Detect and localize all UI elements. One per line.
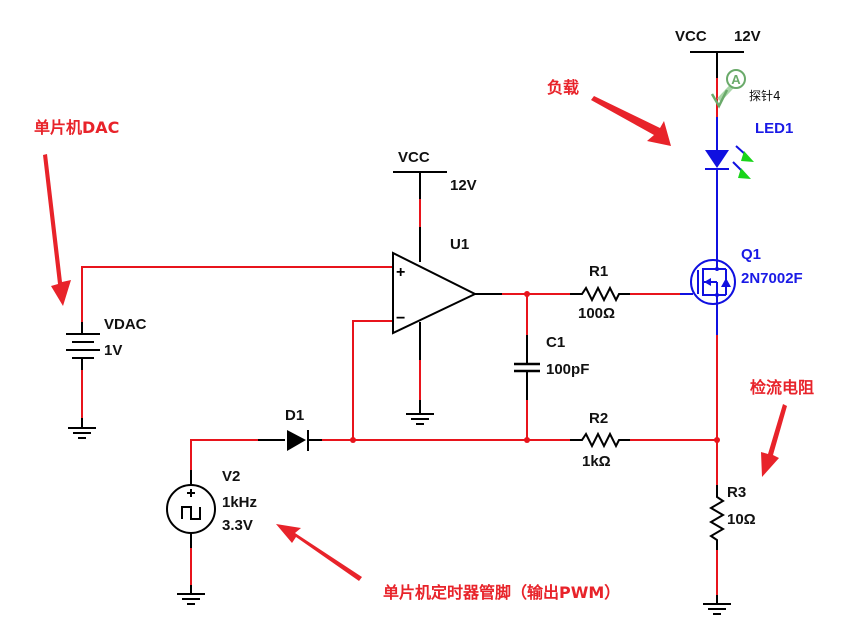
r2-resistor[interactable]: R2 1kΩ <box>570 410 630 470</box>
resistor-zigzag-icon <box>570 285 630 303</box>
mosfet-dot <box>715 267 719 271</box>
v2-source[interactable]: V2 1kHz 3.3V <box>166 468 257 548</box>
r3-resistor[interactable]: R3 10Ω <box>709 484 756 550</box>
v2-ref: V2 <box>222 468 240 485</box>
ground-icon <box>406 413 434 425</box>
arrow-sense-icon <box>761 404 787 477</box>
wire-vdac-to-plus <box>81 266 393 322</box>
r1-ref: R1 <box>589 263 608 280</box>
u1-ref: U1 <box>450 236 469 253</box>
mosfet-diode-icon <box>721 278 731 287</box>
vcc-supply-opamp[interactable]: VCC 12V <box>393 149 477 194</box>
mosfet-arrow-icon <box>704 278 711 286</box>
ground-icon <box>703 595 731 615</box>
wire-v2-to-d1 <box>190 439 258 470</box>
mosfet-body-icon <box>690 259 736 305</box>
wire-minus-feedback <box>352 320 393 440</box>
ground-icon <box>68 418 96 439</box>
q1-details: Q1 2N7002F <box>704 246 803 297</box>
annotation-load: 负载 <box>547 78 579 97</box>
c1-capacitor[interactable]: C1 100pF <box>514 334 589 378</box>
q1-mosfet[interactable] <box>690 258 736 318</box>
arrow-dac-icon <box>43 154 71 306</box>
resistor-zigzag-icon <box>709 485 725 550</box>
arrow-load-icon <box>591 96 671 146</box>
c1-value: 100pF <box>546 361 589 378</box>
probe-circle-icon <box>726 69 746 89</box>
mosfet-source <box>703 294 718 318</box>
resistor-zigzag-icon <box>570 431 630 449</box>
q1-ref: Q1 <box>741 246 761 263</box>
annotation-dac: 单片机DAC <box>34 118 119 137</box>
r1-resistor[interactable]: R1 100Ω <box>570 263 630 322</box>
mosfet-dot <box>715 293 719 297</box>
probe-4[interactable]: A 探针4 <box>710 69 781 109</box>
ground-icon <box>177 585 205 605</box>
vcc-top-value: 12V <box>734 28 761 45</box>
diode-triangle-icon <box>287 430 306 451</box>
junction-dot <box>524 291 530 297</box>
junctions <box>350 291 720 443</box>
led-body-icon <box>705 150 729 168</box>
led-emission-arrow-icon <box>741 151 754 162</box>
vcc-top-name: VCC <box>675 28 707 45</box>
vcc-opamp-value: 12V <box>450 177 477 194</box>
junction-dot <box>714 437 720 443</box>
d1-diode[interactable]: D1 <box>285 407 322 451</box>
c1-ref: C1 <box>546 334 565 351</box>
d1-ref: D1 <box>285 407 304 424</box>
opamp-plus: + <box>396 264 405 281</box>
vcc-opamp-name: VCC <box>398 149 430 166</box>
opamp-triangle-icon <box>392 251 478 335</box>
q1-value: 2N7002F <box>741 270 803 287</box>
r3-ref: R3 <box>727 484 746 501</box>
r2-ref: R2 <box>589 410 608 427</box>
vdac-value: 1V <box>104 342 122 359</box>
annotation-sense: 检流电阻 <box>750 378 814 397</box>
arrow-pwm-icon <box>276 524 362 581</box>
v2-value: 3.3V <box>222 517 253 534</box>
probe-label: 探针4 <box>749 88 781 103</box>
annotations: 单片机DAC 负载 检流电阻 单片机定时器管脚（输出PWM） <box>34 78 814 602</box>
r1-value: 100Ω <box>578 305 615 322</box>
vcc-supply-top[interactable]: VCC 12V <box>675 28 761 53</box>
probe-symbol: A <box>731 72 741 87</box>
r2-value: 1kΩ <box>582 453 611 470</box>
opamp-minus: − <box>396 310 405 327</box>
square-wave-icon <box>181 506 201 520</box>
vdac-ref: VDAC <box>104 316 147 333</box>
led1-ref: LED1 <box>755 120 793 137</box>
annotation-pwm: 单片机定时器管脚（输出PWM） <box>383 583 620 602</box>
v2-freq: 1kHz <box>222 494 257 511</box>
led1[interactable]: LED1 <box>705 120 793 179</box>
probe-tip-icon <box>710 89 729 109</box>
junction-dot <box>524 437 530 443</box>
ground-symbols <box>68 413 731 615</box>
r3-value: 10Ω <box>727 511 756 528</box>
vdac-source[interactable]: VDAC 1V <box>66 316 147 370</box>
led-emission-arrow-icon <box>738 168 751 179</box>
u1-opamp[interactable]: + − U1 <box>392 236 478 335</box>
junction-dot <box>350 437 356 443</box>
